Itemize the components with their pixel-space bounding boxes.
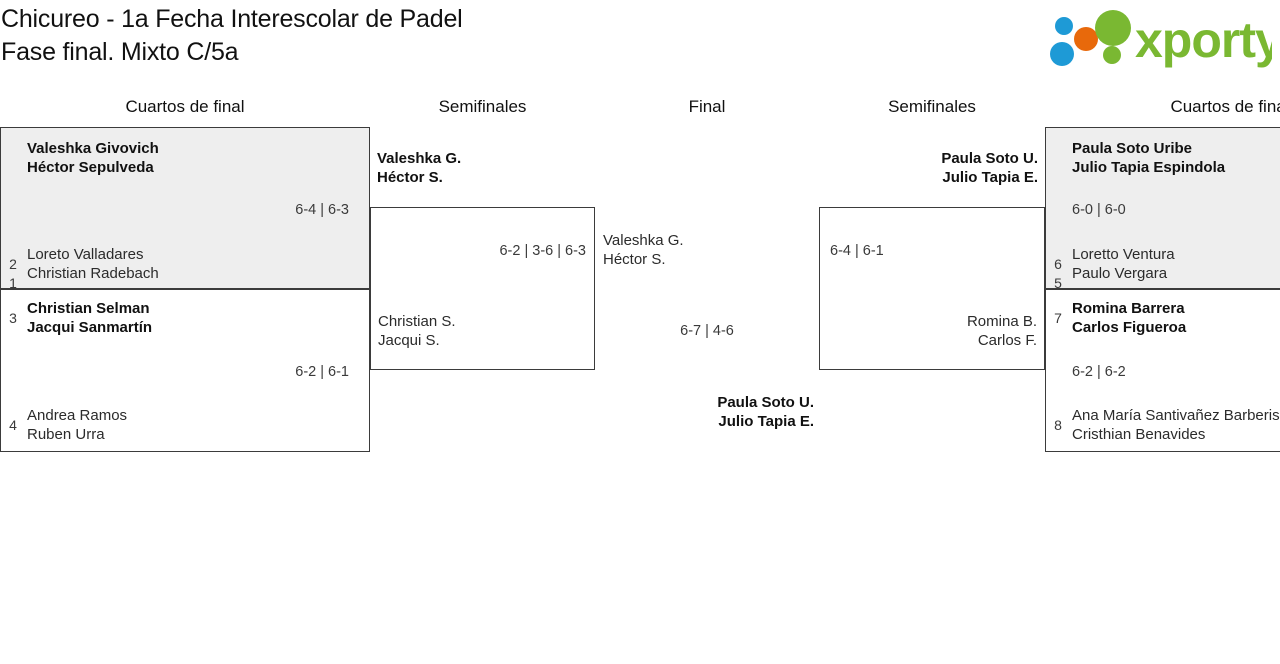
- sf-left-top-player-1: Valeshka G.: [377, 150, 462, 167]
- seed-number: 5: [1054, 275, 1062, 291]
- team-player-2: Ruben Urra: [27, 426, 105, 443]
- page-header: Chicureo - 1a Fecha Interescolar de Pade…: [0, 0, 1280, 92]
- green-dot-small-icon: [1103, 46, 1121, 64]
- team-player-1: Paula Soto Uribe: [1072, 140, 1193, 157]
- sf-left-bottom-player-2: Jacqui S.: [378, 332, 440, 349]
- green-dot-large-icon: [1095, 10, 1131, 46]
- team-player-2: Carlos Figueroa: [1072, 319, 1187, 336]
- logo-wordmark: xporty: [1135, 12, 1272, 68]
- team-player-2: Cristhian Benavides: [1072, 426, 1206, 443]
- sf-right-bottom-player-2: Carlos F.: [977, 332, 1037, 349]
- team-player-2: Jacqui Sanmartín: [27, 319, 153, 336]
- team-player-1: Andrea Ramos: [27, 407, 128, 424]
- match-score: 6-2 | 3-6 | 6-3: [499, 243, 586, 259]
- team-player-1: Loretto Ventura: [1072, 246, 1175, 263]
- match-box-qf-right-2[interactable]: 7 Romina Barrera Carlos Figueroa 6-2 | 6…: [1045, 289, 1280, 452]
- champion-player-2: Julio Tapia E.: [718, 413, 814, 430]
- seed-number: 6: [1054, 256, 1062, 272]
- seed-number: 4: [9, 417, 17, 433]
- round-header-final: Final: [688, 97, 726, 116]
- team-player-1: Ana María Santivañez Barberis: [1072, 407, 1280, 424]
- champion-player-1: Paula Soto U.: [717, 394, 814, 411]
- match-box-sf-left[interactable]: 6-2 | 3-6 | 6-3 Christian S. Jacqui S.: [370, 207, 595, 370]
- match-box-qf-right-1[interactable]: 5 Paula Soto Uribe Julio Tapia Espindola…: [1045, 127, 1280, 291]
- seed-number: 8: [1054, 417, 1062, 433]
- match-box-qf-left-2[interactable]: 3 Christian Selman Jacqui Sanmartín 6-2 …: [0, 289, 370, 452]
- sf-left-bottom-player-1: Christian S.: [378, 313, 456, 330]
- sf-right-bottom-player-1: Romina B.: [966, 313, 1037, 330]
- match-score: 6-4 | 6-3: [295, 202, 349, 218]
- team-player-1: Christian Selman: [27, 300, 150, 317]
- sf-left-top-player-2: Héctor S.: [377, 169, 443, 186]
- match-box-sf-right[interactable]: 6-4 | 6-1 Romina B. Carlos F.: [819, 207, 1045, 370]
- match-score: 6-0 | 6-0: [1072, 202, 1126, 218]
- final-left-player-2: Héctor S.: [603, 251, 666, 268]
- final-left-player-1: Valeshka G.: [603, 232, 684, 249]
- team-player-2: Héctor Sepulveda: [27, 159, 154, 176]
- match-score: 6-2 | 6-2: [1072, 364, 1126, 380]
- round-header-semifinals-right: Semifinales: [888, 97, 976, 116]
- team-player-1: Loreto Valladares: [27, 246, 144, 263]
- blue-dot-icon: [1055, 17, 1073, 35]
- team-player-2: Julio Tapia Espindola: [1072, 159, 1226, 176]
- final-score: 6-7 | 4-6: [680, 323, 734, 339]
- sf-right-top-player-2: Julio Tapia E.: [942, 169, 1038, 186]
- sf-right-top-player-1: Paula Soto U.: [941, 150, 1038, 167]
- match-score: 6-2 | 6-1: [295, 364, 349, 380]
- orange-dot-icon: [1074, 27, 1098, 51]
- blue-dot-icon: [1050, 42, 1074, 66]
- xporty-logo[interactable]: xporty: [1042, 6, 1272, 68]
- seed-number: 7: [1054, 310, 1062, 326]
- seed-number: 1: [9, 275, 17, 291]
- team-player-1: Valeshka Givovich: [27, 140, 159, 157]
- seed-number: 2: [9, 256, 17, 272]
- match-score: 6-4 | 6-1: [830, 243, 884, 259]
- seed-number: 3: [9, 310, 17, 326]
- round-header-quarterfinals-right: Cuartos de final: [1170, 97, 1280, 116]
- team-player-2: Christian Radebach: [27, 265, 159, 282]
- team-player-1: Romina Barrera: [1072, 300, 1185, 317]
- round-header-quarterfinals-left: Cuartos de final: [125, 97, 245, 116]
- team-player-2: Paulo Vergara: [1072, 265, 1168, 282]
- match-box-qf-left-1[interactable]: 1 Valeshka Givovich Héctor Sepulveda 6-4…: [0, 127, 370, 291]
- page-title: Chicureo - 1a Fecha Interescolar de Pade…: [1, 5, 463, 66]
- round-header-semifinals-left: Semifinales: [438, 97, 527, 116]
